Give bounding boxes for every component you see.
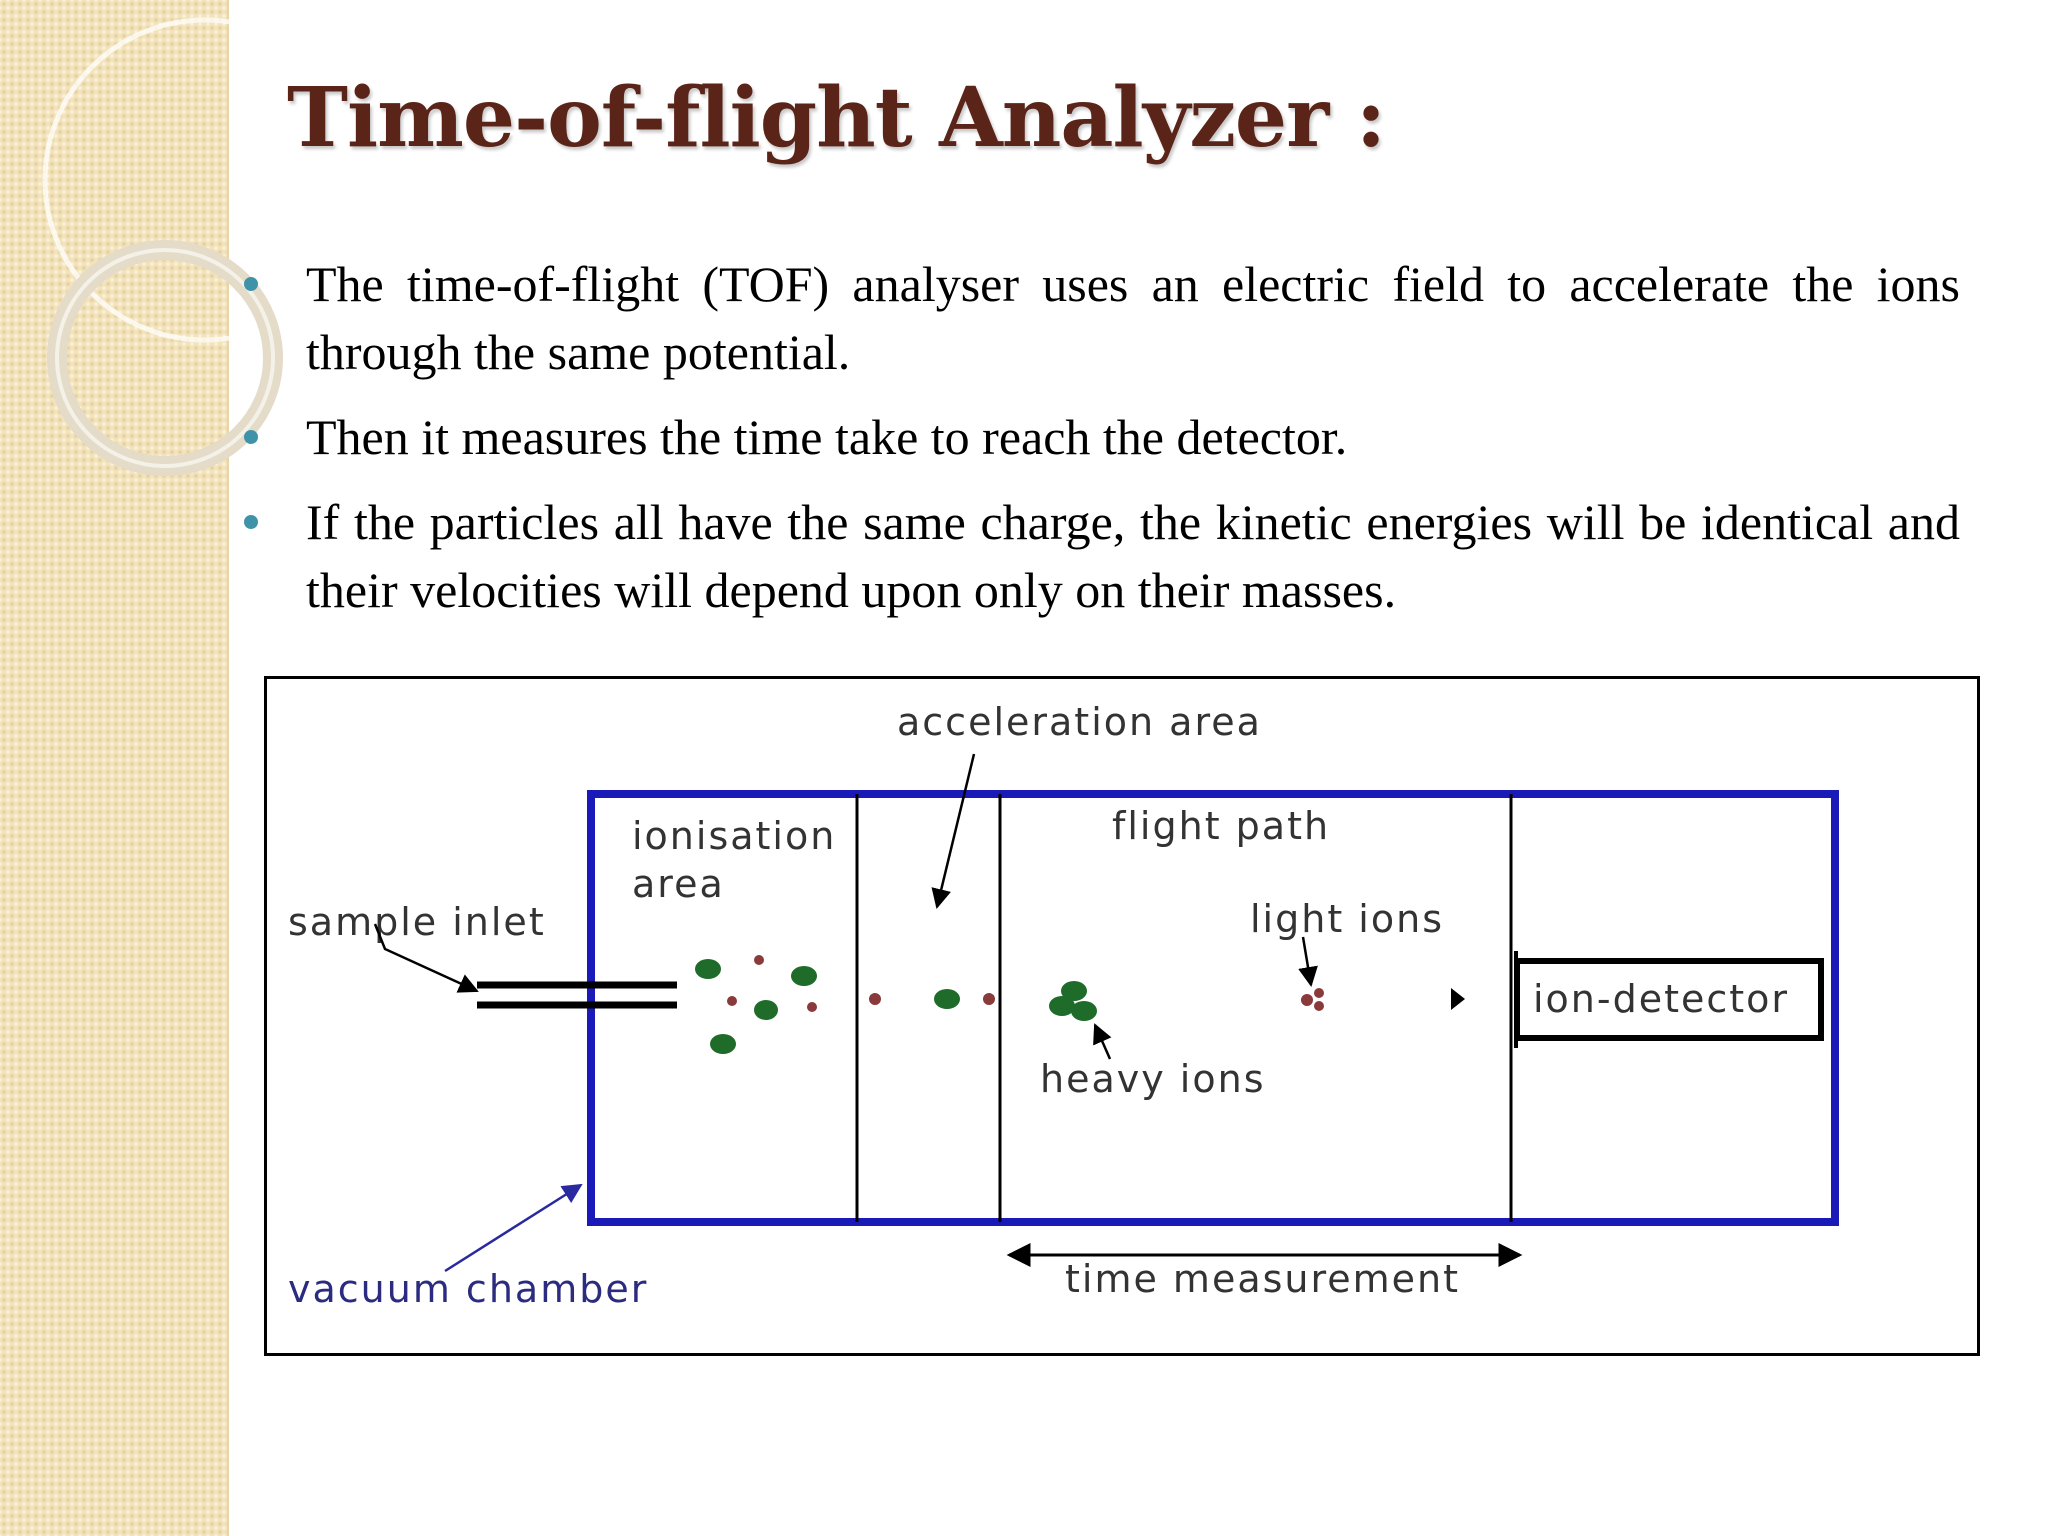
light-ions-label: light ions: [1250, 897, 1444, 941]
heavy-ion: [791, 966, 817, 986]
bullet-list: The time-of-flight (TOF) analyser uses a…: [240, 250, 1960, 641]
heavy-ion: [695, 959, 721, 979]
page-title: Time-of-flight Analyzer :: [287, 70, 1386, 166]
bullet-item: If the particles all have the same charg…: [240, 488, 1960, 624]
ionisation-area-label-line1: ionisation: [632, 814, 836, 858]
heavy-ion: [1049, 996, 1075, 1016]
ion-detector-box: [1514, 958, 1824, 1041]
sample-inlet-label: sample inlet: [288, 900, 546, 944]
flight-path-label: flight path: [1112, 804, 1330, 848]
tof-diagram-frame: ion-detector acceleration a: [264, 676, 1980, 1356]
light-ion: [869, 993, 881, 1005]
bullet-dot-icon: [244, 430, 258, 444]
bullet-text: Then it measures the time take to reach …: [306, 409, 1348, 465]
vacuum-chamber-arrow: [444, 1183, 583, 1273]
light-ion: [727, 996, 737, 1006]
heavy-ions-label: heavy ions: [1040, 1057, 1266, 1101]
bullet-text: The time-of-flight (TOF) analyser uses a…: [306, 256, 1960, 380]
light-ion: [754, 955, 764, 965]
bullet-item: Then it measures the time take to reach …: [240, 403, 1960, 471]
bullet-text: If the particles all have the same charg…: [306, 494, 1960, 618]
ion-detector-label: ion-detector: [1533, 977, 1789, 1021]
decorative-ring-large: [42, 17, 300, 343]
heavy-ion: [1061, 981, 1087, 1001]
acceleration-area-arrow: [931, 753, 976, 909]
decorative-rings: [42, 17, 300, 476]
bullet-dot-icon: [244, 277, 258, 291]
ion-direction-icon: [1451, 988, 1465, 1010]
light-ion: [1314, 1001, 1324, 1011]
tof-diagram: ion-detector acceleration a: [288, 700, 1839, 1311]
heavy-ion: [934, 989, 960, 1009]
light-ion: [983, 993, 995, 1005]
light-ion: [1301, 994, 1313, 1006]
acceleration-area-label: acceleration area: [897, 700, 1262, 744]
light-ions-arrow: [1298, 936, 1318, 987]
light-ion: [807, 1002, 817, 1012]
light-ion: [1314, 988, 1324, 998]
sample-inlet-arrow: [373, 923, 479, 993]
time-measurement-label: time measurement: [1065, 1257, 1460, 1301]
decorative-ring-small-highlight: [55, 248, 275, 468]
heavy-ion: [1071, 1001, 1097, 1021]
ionisation-area-label-line2: area: [632, 862, 725, 906]
heavy-ion: [710, 1034, 736, 1054]
heavy-ions-arrow: [1093, 1023, 1112, 1060]
bullet-dot-icon: [244, 515, 258, 529]
vacuum-chamber-label: vacuum chamber: [288, 1267, 648, 1311]
heavy-ion: [754, 1000, 778, 1020]
bullet-item: The time-of-flight (TOF) analyser uses a…: [240, 250, 1960, 386]
